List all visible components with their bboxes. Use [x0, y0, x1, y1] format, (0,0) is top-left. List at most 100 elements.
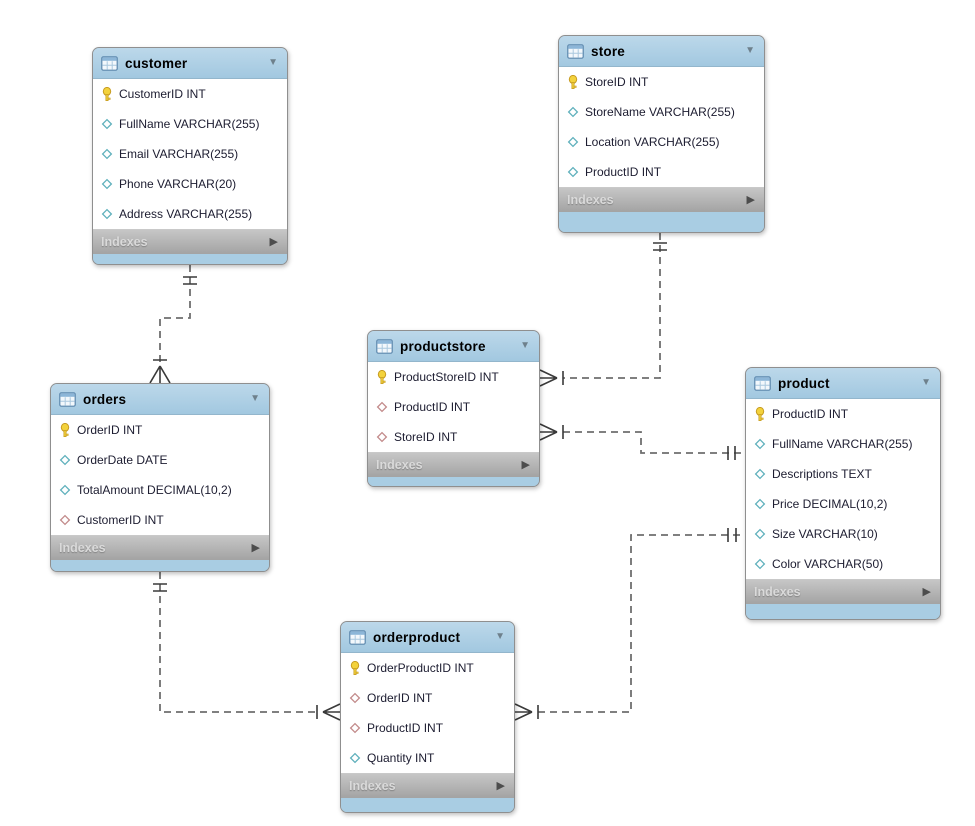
column-row[interactable]: Size VARCHAR(10) — [746, 519, 940, 549]
column-label: TotalAmount DECIMAL(10,2) — [77, 483, 232, 497]
table-icon — [754, 375, 771, 391]
column-row[interactable]: TotalAmount DECIMAL(10,2) — [51, 475, 269, 505]
column-label: StoreID INT — [394, 430, 458, 444]
column-row[interactable]: ProductID INT — [559, 157, 764, 187]
table-header[interactable]: orderproduct ▼ — [341, 622, 514, 652]
indexes-bar[interactable]: Indexes ▶ — [559, 188, 764, 212]
expand-arrow-icon[interactable]: ▶ — [496, 779, 505, 792]
column-row[interactable]: OrderID INT — [341, 683, 514, 713]
table-icon — [349, 629, 366, 645]
table-title: orders — [83, 391, 127, 407]
table-icon — [567, 43, 584, 59]
expand-arrow-icon[interactable]: ▶ — [521, 458, 530, 471]
relationship-product-productstore[interactable] — [539, 423, 745, 460]
expand-arrow-icon[interactable]: ▶ — [269, 235, 278, 248]
column-row[interactable]: StoreName VARCHAR(255) — [559, 97, 764, 127]
indexes-label: Indexes — [754, 585, 801, 599]
column-row[interactable]: FullName VARCHAR(255) — [93, 109, 287, 139]
column-row[interactable]: StoreID INT — [559, 67, 764, 97]
table-header[interactable]: orders ▼ — [51, 384, 269, 414]
primary-key-icon — [566, 74, 579, 90]
column-row[interactable]: Phone VARCHAR(20) — [93, 169, 287, 199]
table-card-product[interactable]: product ▼ ProductID INT FullName VARCHAR(… — [745, 367, 941, 620]
column-row[interactable]: Email VARCHAR(255) — [93, 139, 287, 169]
column-row[interactable]: Price DECIMAL(10,2) — [746, 489, 940, 519]
column-row[interactable]: StoreID INT — [368, 422, 539, 452]
column-row[interactable]: CustomerID INT — [51, 505, 269, 535]
column-diamond-icon — [58, 484, 71, 496]
column-row[interactable]: ProductID INT — [341, 713, 514, 743]
column-row[interactable]: Location VARCHAR(255) — [559, 127, 764, 157]
column-row[interactable]: Descriptions TEXT — [746, 459, 940, 489]
collapse-caret-icon[interactable]: ▼ — [520, 340, 530, 351]
table-header[interactable]: product ▼ — [746, 368, 940, 398]
column-row[interactable]: CustomerID INT — [93, 79, 287, 109]
collapse-caret-icon[interactable]: ▼ — [495, 631, 505, 642]
table-icon — [376, 338, 393, 354]
indexes-bar[interactable]: Indexes ▶ — [746, 580, 940, 604]
collapse-caret-icon[interactable]: ▼ — [268, 57, 278, 68]
foreign-key-diamond-icon — [375, 401, 388, 413]
column-diamond-icon — [100, 148, 113, 160]
column-row[interactable]: Color VARCHAR(50) — [746, 549, 940, 579]
column-row[interactable]: OrderProductID INT — [341, 653, 514, 683]
foreign-key-diamond-icon — [375, 431, 388, 443]
column-diamond-icon — [566, 106, 579, 118]
expand-arrow-icon[interactable]: ▶ — [922, 585, 931, 598]
column-row[interactable]: OrderDate DATE — [51, 445, 269, 475]
expand-arrow-icon[interactable]: ▶ — [746, 193, 755, 206]
column-label: Size VARCHAR(10) — [772, 527, 878, 541]
foreign-key-diamond-icon — [348, 692, 361, 704]
indexes-bar[interactable]: Indexes ▶ — [368, 453, 539, 477]
column-label: FullName VARCHAR(255) — [772, 437, 913, 451]
column-row[interactable]: FullName VARCHAR(255) — [746, 429, 940, 459]
foreign-key-diamond-icon — [348, 722, 361, 734]
column-diamond-icon — [753, 558, 766, 570]
table-header[interactable]: store ▼ — [559, 36, 764, 66]
primary-key-icon — [375, 369, 388, 385]
collapse-caret-icon[interactable]: ▼ — [250, 393, 260, 404]
column-row[interactable]: ProductID INT — [368, 392, 539, 422]
column-label: StoreID INT — [585, 75, 649, 89]
indexes-bar[interactable]: Indexes ▶ — [51, 536, 269, 560]
indexes-label: Indexes — [349, 779, 396, 793]
indexes-label: Indexes — [376, 458, 423, 472]
expand-arrow-icon[interactable]: ▶ — [251, 541, 260, 554]
relationship-customer-orders[interactable] — [149, 265, 197, 384]
primary-key-icon — [753, 406, 766, 422]
indexes-label: Indexes — [59, 541, 106, 555]
indexes-label: Indexes — [567, 193, 614, 207]
indexes-bar[interactable]: Indexes ▶ — [93, 230, 287, 254]
relationship-store-productstore[interactable] — [539, 233, 667, 387]
table-header[interactable]: productstore ▼ — [368, 331, 539, 361]
column-label: Price DECIMAL(10,2) — [772, 497, 888, 511]
column-row[interactable]: ProductID INT — [746, 399, 940, 429]
relationship-orders-orderproduct[interactable] — [153, 572, 341, 721]
table-title: productstore — [400, 338, 486, 354]
table-card-store[interactable]: store ▼ StoreID INT StoreName VARCHAR(255… — [558, 35, 765, 233]
collapse-caret-icon[interactable]: ▼ — [745, 45, 755, 56]
column-diamond-icon — [566, 136, 579, 148]
column-diamond-icon — [753, 528, 766, 540]
indexes-bar[interactable]: Indexes ▶ — [341, 774, 514, 798]
relationship-product-orderproduct[interactable] — [514, 528, 745, 721]
column-row[interactable]: Quantity INT — [341, 743, 514, 773]
column-label: CustomerID INT — [77, 513, 164, 527]
column-row[interactable]: Address VARCHAR(255) — [93, 199, 287, 229]
table-header[interactable]: customer ▼ — [93, 48, 287, 78]
column-label: StoreName VARCHAR(255) — [585, 105, 735, 119]
table-footer-strip — [341, 798, 514, 812]
collapse-caret-icon[interactable]: ▼ — [921, 377, 931, 388]
column-label: ProductID INT — [772, 407, 849, 421]
column-row[interactable]: OrderID INT — [51, 415, 269, 445]
column-label: ProductID INT — [367, 721, 444, 735]
column-row[interactable]: ProductStoreID INT — [368, 362, 539, 392]
